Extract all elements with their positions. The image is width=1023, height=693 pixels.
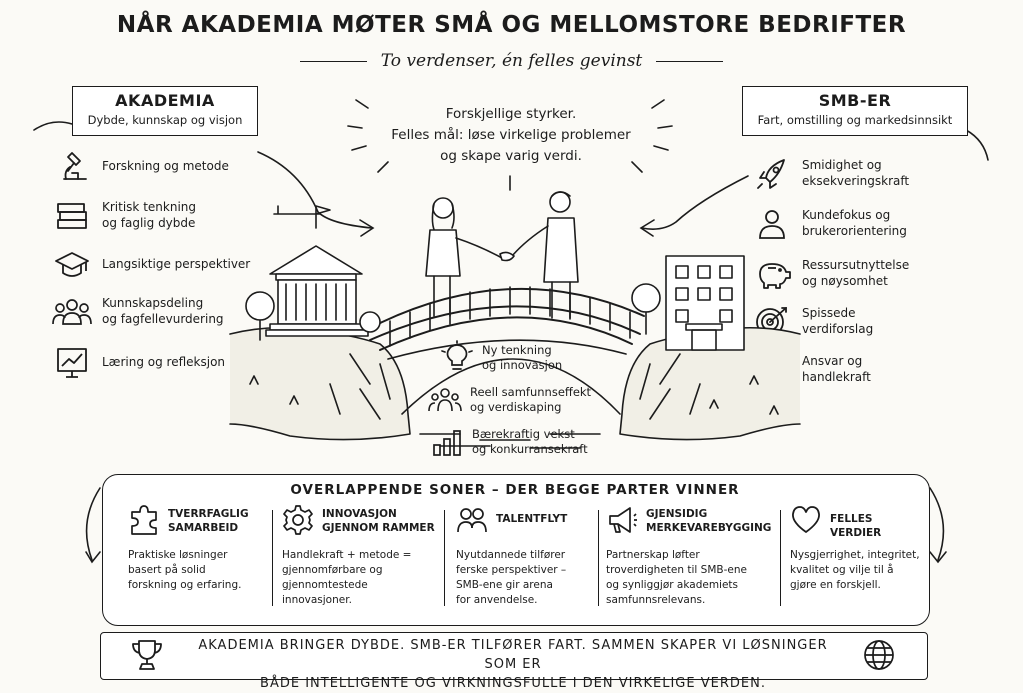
bridge-item: Ny tenkning og innovasjon — [440, 340, 630, 376]
page-title: NÅR AKADEMIA MØTER SMÅ OG MELLOMSTORE BE… — [116, 12, 907, 38]
bridge-item-label: Ny tenkning og innovasjon — [482, 343, 563, 372]
smb-item: Spissede verdiforslag — [752, 300, 972, 342]
talent-icon — [457, 508, 487, 533]
academia-heading: AKADEMIA — [115, 91, 215, 110]
bottom-banner-text: AKADEMIA BRINGER DYBDE. SMB-ER TILFØRER … — [198, 638, 828, 691]
academia-ribbon: AKADEMIA Dybde, kunnskap og visjon — [72, 86, 258, 136]
bridge-benefits: Ny tenkning og innovasjon Reell samfunns… — [428, 340, 630, 460]
overlap-column-head: TVERRFAGLIG SAMARBEID — [128, 504, 278, 542]
books-icon — [57, 203, 87, 229]
column-divider — [598, 510, 599, 606]
megaphone-icon — [609, 507, 637, 533]
academia-item-label: Langsiktige perspektiver — [102, 257, 251, 271]
academia-item: Langsiktige perspektiver — [52, 244, 272, 284]
overlap-column-head: INNOVASJON GJENNOM RAMMER — [282, 504, 442, 542]
piggy-bank-icon — [759, 263, 791, 289]
chart-board-icon — [57, 348, 87, 378]
academia-item-label: Læring og refleksjon — [102, 355, 226, 369]
overlap-column-body: Nysgjerrighet, integritet, kvalitet og v… — [790, 549, 920, 591]
graduation-cap-icon — [55, 252, 89, 277]
overlap-column-heading: TVERRFAGLIG SAMARBEID — [168, 508, 249, 534]
bridge-item: Bærekraftig vekst og konkurransekraft — [430, 424, 630, 460]
rocket-icon — [757, 159, 785, 189]
gear-icon — [283, 505, 313, 535]
globe-icon — [864, 640, 894, 670]
academia-list: Forskning og metode Kritisk tenkning og … — [52, 146, 272, 384]
bottom-banner — [100, 632, 928, 680]
overlap-column-head: FELLES VERDIER — [790, 504, 924, 542]
smb-item: Ressursutnyttelse og nøysomhet — [752, 252, 972, 294]
overlap-column-heading: FELLES VERDIER — [830, 513, 882, 539]
overlap-title: OVERLAPPENDE SONER – DER BEGGE PARTER VI… — [290, 482, 740, 498]
page-subtitle: To verdenser, én felles gevinst — [380, 51, 643, 71]
smb-item-label: Ansvar og handlekraft — [802, 354, 871, 384]
overlap-column-head: GJENSIDIG MERKEVAREBYGGING — [606, 504, 778, 542]
heart-icon — [792, 506, 820, 533]
subtitle-rule-right — [656, 60, 724, 62]
bridge-illustration — [229, 191, 801, 449]
bridge-item: Reell samfunnseffekt og verdiskaping — [428, 382, 630, 418]
overlap-column-heading: TALENTFLYT — [496, 513, 568, 525]
smb-subheading: Fart, omstilling og markedsinnsikt — [757, 113, 953, 127]
overlap-column-body: Partnerskap løfter troverdigheten til SM… — [606, 549, 747, 606]
subtitle-row: To verdenser, én felles gevinst — [300, 48, 724, 74]
academia-item-label: Kunnskapsdeling og fagfellevurdering — [102, 296, 224, 326]
smb-item: Smidighet og eksekveringskraft — [752, 152, 972, 194]
overlap-column-body: Nyutdannede tilfører ferske perspektiver… — [456, 549, 567, 606]
smb-item: Kundefokus og brukerorientering — [752, 202, 972, 244]
people-group-icon — [52, 299, 92, 325]
trophy-icon — [132, 640, 162, 670]
smb-item: Ansvar og handlekraft — [752, 348, 972, 390]
smb-item-label: Kundefokus og brukerorientering — [802, 208, 907, 238]
smb-item-label: Ressursutnyttelse og nøysomhet — [802, 258, 910, 288]
overlap-column-heading: INNOVASJON GJENNOM RAMMER — [322, 508, 435, 534]
subtitle-rule-left — [300, 60, 367, 62]
bridge-item-label: Reell samfunnseffekt og verdiskaping — [470, 385, 592, 414]
academia-item: Kritisk tenkning og faglig dybde — [52, 192, 272, 238]
smb-ribbon: SMB-ER Fart, omstilling og markedsinnsik… — [742, 86, 968, 136]
column-divider — [444, 510, 445, 606]
smb-item-label: Spissede verdiforslag — [802, 306, 874, 336]
center-quote: Forskjellige styrker. Felles mål: løse v… — [391, 106, 631, 164]
overlap-column-body: Praktiske løsninger basert på solid fors… — [128, 549, 242, 591]
smb-heading: SMB-ER — [818, 91, 892, 110]
academia-item: Forskning og metode — [52, 146, 272, 186]
overlap-column-heading: GJENSIDIG MERKEVAREBYGGING — [646, 508, 772, 534]
growth-bars-icon — [433, 430, 461, 456]
smb-item-label: Smidighet og eksekveringskraft — [802, 158, 910, 188]
smb-list: Smidighet og eksekveringskraft Kundefoku… — [752, 152, 972, 390]
overlap-column: FELLES VERDIER Nysgjerrighet, integritet… — [790, 504, 924, 612]
user-icon — [759, 210, 785, 239]
community-icon — [428, 388, 462, 412]
overlap-column-head: TALENTFLYT — [456, 504, 596, 542]
academia-subheading: Dybde, kunnskap og visjon — [87, 113, 243, 127]
lightbulb-icon — [441, 340, 473, 370]
overlap-box — [102, 474, 930, 626]
academia-item: Læring og refleksjon — [52, 340, 272, 384]
overlap-column: INNOVASJON GJENNOM RAMMER Handlekraft + … — [282, 504, 442, 612]
overlap-column: TVERRFAGLIG SAMARBEID Praktiske løsninge… — [128, 504, 278, 612]
bridge-item-label: Bærekraftig vekst og konkurransekraft — [472, 427, 588, 456]
overlap-column: GJENSIDIG MERKEVAREBYGGING Partnerskap l… — [606, 504, 778, 612]
column-divider — [272, 510, 273, 606]
column-divider — [780, 510, 781, 606]
overlap-column-body: Handlekraft + metode = gjennomførbare og… — [282, 549, 412, 606]
academia-item-label: Forskning og metode — [102, 159, 229, 173]
overlap-column: TALENTFLYT Nyutdannede tilfører ferske p… — [456, 504, 596, 612]
academia-item: Kunnskapsdeling og fagfellevurdering — [52, 288, 272, 334]
microscope-icon — [63, 152, 87, 180]
puzzle-icon — [131, 505, 157, 535]
academia-item-label: Kritisk tenkning og faglig dybde — [102, 200, 196, 230]
